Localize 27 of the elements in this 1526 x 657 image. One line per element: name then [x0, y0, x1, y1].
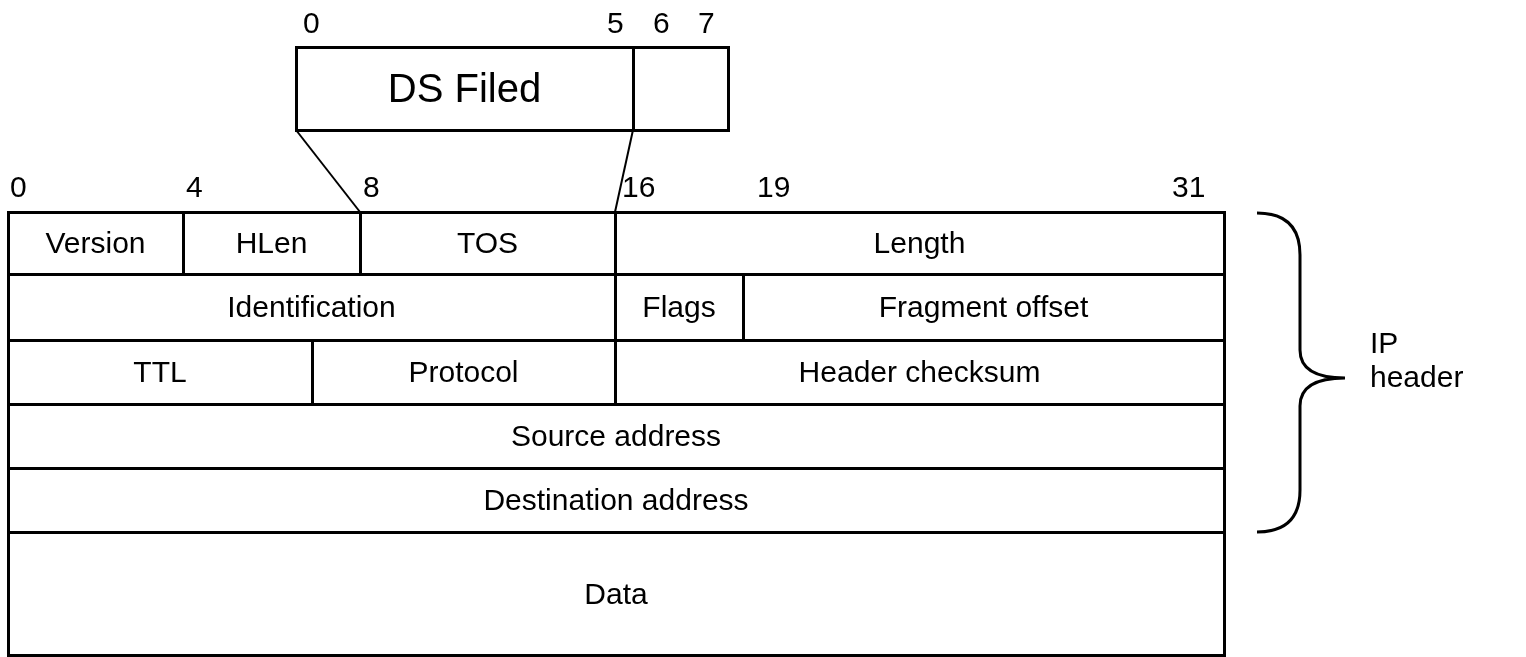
- field-name: Protocol: [408, 355, 519, 389]
- field-name: Destination address: [483, 483, 749, 517]
- bit-number: 16: [622, 170, 656, 204]
- field-name: TTL: [133, 355, 187, 389]
- field-name: Identification: [227, 290, 396, 324]
- field-name: Source address: [510, 419, 722, 453]
- field-name: Data: [584, 576, 648, 611]
- field-name: Fragment offset: [878, 290, 1089, 324]
- field-name: Flags: [642, 290, 716, 324]
- bit-number: 5: [607, 6, 624, 40]
- bit-number: 0: [303, 6, 320, 40]
- bit-number: 6: [653, 6, 670, 40]
- field-name: HLen: [235, 226, 308, 260]
- bit-number: 8: [363, 170, 380, 204]
- field-cell: [6, 210, 185, 276]
- field-name: Header checksum: [798, 355, 1041, 389]
- bit-number: 19: [757, 170, 791, 204]
- bit-number: 31: [1172, 170, 1206, 204]
- field-name: Length: [873, 226, 966, 260]
- field-name: DS Filed: [387, 66, 542, 111]
- bit-number: 0: [10, 170, 27, 204]
- bracket-label: IP header: [1370, 326, 1465, 394]
- bit-number: 7: [698, 6, 715, 40]
- ds-field-box: [294, 45, 635, 132]
- field-name: Version: [45, 226, 146, 260]
- bit-number: 4: [186, 170, 203, 204]
- field-name: TOS: [456, 226, 519, 260]
